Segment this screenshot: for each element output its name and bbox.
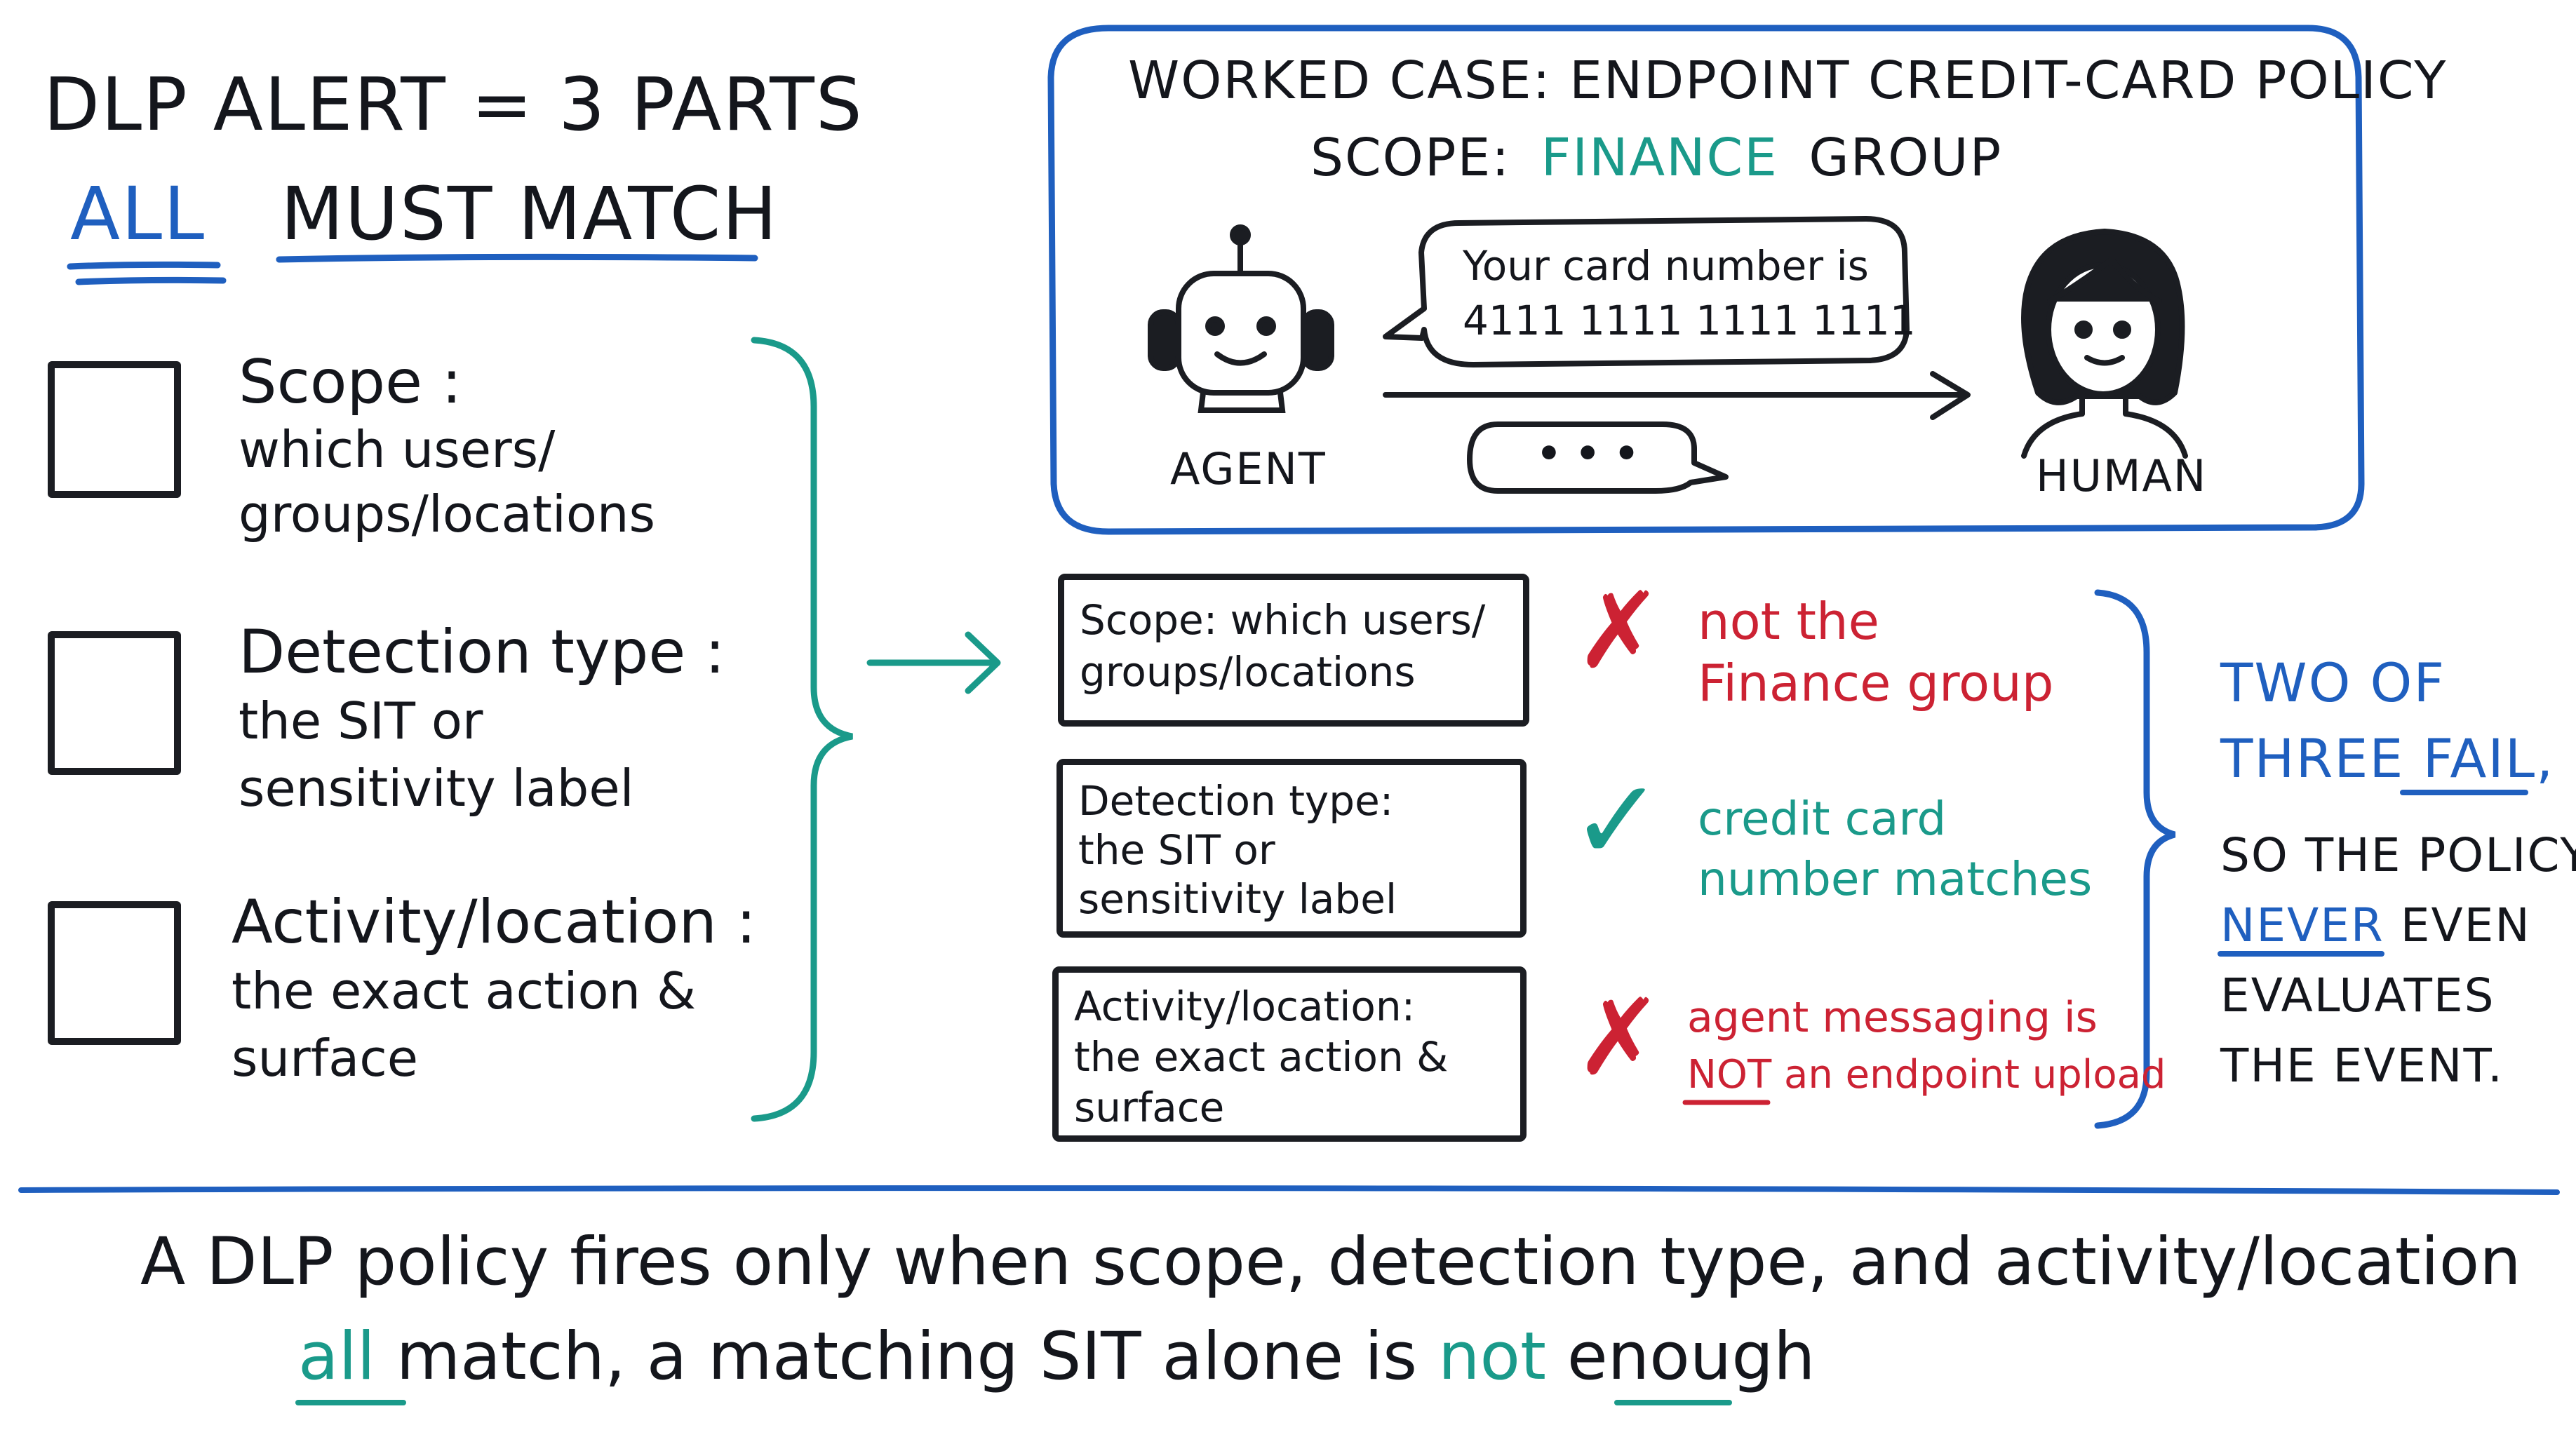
criterion-desc: which users/: [239, 420, 556, 479]
agent-label: AGENT: [1170, 443, 1327, 494]
human-label: HUMAN: [2036, 450, 2208, 501]
speech-bubble: [1383, 216, 1910, 367]
robot-icon: [1148, 224, 1334, 413]
note-line: Finance group: [1698, 654, 2054, 713]
criterion-title: Detection type :: [239, 617, 725, 687]
footer-all: all: [298, 1318, 375, 1395]
all-underline: [67, 261, 221, 270]
result-box-activity: Activity/location: the exact action & su…: [1052, 966, 1527, 1142]
result-box-line: groups/locations: [1080, 648, 1416, 696]
footer-not: not: [1437, 1318, 1546, 1395]
note-text: an endpoint upload: [1784, 1052, 2166, 1098]
result-note-activity: agent messaging is NOT an endpoint uploa…: [1687, 989, 2166, 1104]
person-icon: [2021, 229, 2188, 459]
bubble-line: Your card number is: [1463, 242, 1869, 290]
verdict-line: NEVER EVEN: [2220, 891, 2576, 961]
result-box-line: Detection type:: [1078, 777, 1394, 825]
footer-line-1: A DLP policy fires only when scope, dete…: [140, 1224, 2521, 1300]
diagram-title: DLP ALERT = 3 PARTS: [43, 62, 864, 147]
scope-checkbox[interactable]: [48, 361, 181, 498]
criteria-arrow: [866, 631, 1001, 694]
criterion-desc: the exact action &: [232, 961, 697, 1020]
verdict-brace: [2094, 589, 2176, 1129]
scope-value: FINANCE: [1541, 128, 1778, 188]
note-line: not the: [1698, 592, 1879, 651]
criterion-activity: Activity/location : the exact action & s…: [232, 887, 756, 1092]
message-arrow: [1383, 371, 1971, 420]
verdict-ink: SO THE POLICY NEVER EVEN EVALUATES THE E…: [2220, 821, 2576, 1101]
must-match-label: MUST MATCH: [281, 171, 779, 257]
scope-prefix: SCOPE:: [1310, 128, 1511, 188]
must-match-underline: [276, 253, 758, 263]
criterion-title: Activity/location :: [232, 887, 757, 957]
criteria-brace: [751, 337, 853, 1122]
note-line: NOT an endpoint upload: [1687, 1046, 2166, 1104]
typing-bubble: [1467, 421, 1729, 494]
verdict-line: THREE FAIL,: [2220, 721, 2554, 797]
verdict-line: TWO OF: [2220, 652, 2446, 714]
criterion-scope: Scope : which users/ groups/locations: [239, 347, 655, 546]
footer-end: enough: [1567, 1318, 1816, 1395]
result-box-line: the SIT or: [1078, 826, 1275, 874]
note-line: credit card: [1698, 792, 1947, 846]
footer-divider: [18, 1185, 2560, 1195]
verdict-even: EVEN: [2400, 898, 2531, 952]
all-underline-2: [75, 276, 227, 285]
result-note-scope: not the Finance group: [1698, 591, 2053, 714]
footer-line-2: all match, a matching SIT alone is not e…: [298, 1318, 1816, 1395]
result-box-line: Scope: which users/: [1080, 596, 1486, 644]
criterion-desc: groups/locations: [239, 485, 656, 544]
pass-check-icon: ✓: [1570, 755, 1665, 886]
verdict-comma: ,: [2536, 727, 2555, 790]
result-box-detection: Detection type: the SIT or sensitivity l…: [1056, 759, 1527, 938]
worked-case-frame: [1047, 25, 2365, 535]
fail-x-icon: ✗: [1575, 977, 1663, 1099]
note-line: number matches: [1698, 852, 2093, 906]
criterion-desc: sensitivity label: [239, 759, 634, 818]
result-box-scope: Scope: which users/ groups/locations: [1058, 574, 1529, 727]
bubble-text: Your card number is 4111 1111 1111 1111: [1463, 238, 1916, 348]
worked-case-title: WORKED CASE: ENDPOINT CREDIT-CARD POLICY: [1128, 50, 2448, 111]
criterion-detection: Detection type : the SIT or sensitivity …: [239, 617, 725, 822]
typing-indicator: • • •: [1536, 431, 1639, 477]
verdict-never: NEVER: [2220, 898, 2384, 952]
note-line: agent messaging is: [1687, 993, 2098, 1042]
verdict-blue: TWO OF THREE FAIL,: [2220, 645, 2554, 797]
result-box-line: surface: [1074, 1084, 1225, 1131]
criterion-desc: surface: [232, 1029, 419, 1088]
footer-mid: match, a matching SIT alone is: [396, 1318, 1418, 1395]
verdict-three: THREE: [2220, 727, 2405, 790]
verdict-line: THE EVENT.: [2220, 1039, 2504, 1093]
verdict-line: EVALUATES: [2220, 969, 2495, 1023]
activity-checkbox[interactable]: [48, 901, 181, 1045]
result-box-line: Activity/location:: [1074, 983, 1416, 1030]
criterion-desc: the SIT or: [239, 691, 483, 750]
verdict-line: SO THE POLICY: [2220, 828, 2576, 882]
result-box-line: the exact action &: [1074, 1033, 1449, 1081]
card-number: 4111 1111 1111 1111: [1463, 297, 1916, 344]
not-emphasis: NOT: [1687, 1052, 1772, 1098]
all-label: ALL: [70, 171, 206, 257]
verdict-fail: FAIL: [2422, 727, 2537, 790]
criterion-title: Scope :: [239, 347, 462, 417]
result-box-line: sensitivity label: [1078, 875, 1397, 923]
scope-line: SCOPE: FINANCE GROUP: [1310, 128, 2002, 188]
scope-suffix: GROUP: [1809, 128, 2003, 188]
result-note-detection: credit card number matches: [1698, 789, 2092, 910]
fail-x-icon: ✗: [1575, 570, 1663, 692]
detection-checkbox[interactable]: [48, 631, 181, 775]
